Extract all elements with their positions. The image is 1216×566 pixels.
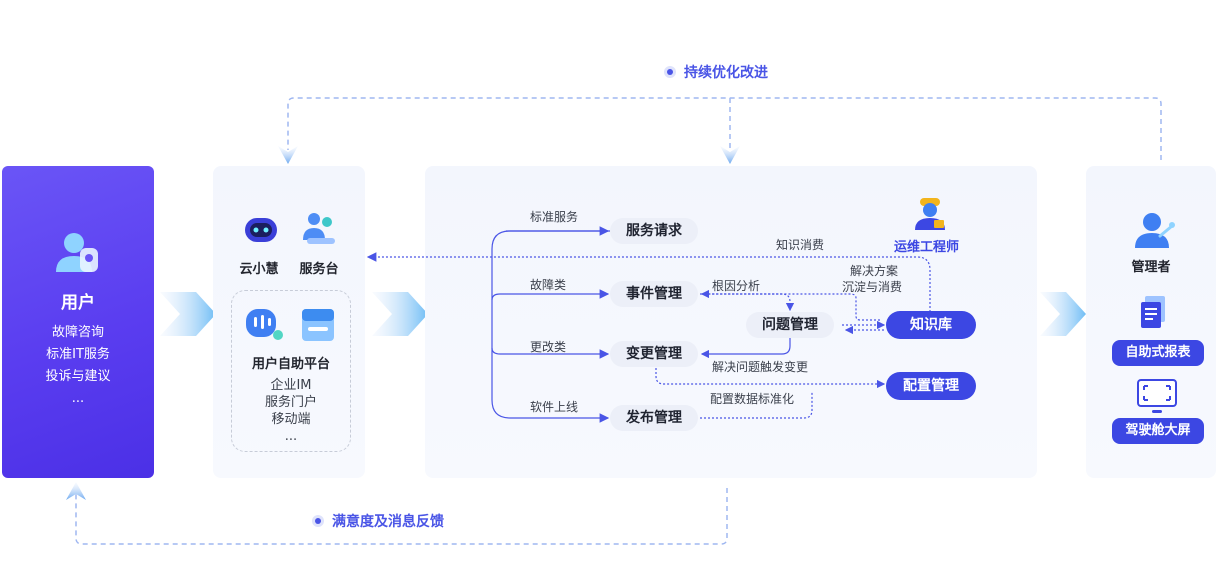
flow-label: 标准服务 [530,210,579,224]
channel-item: 企业IM [270,378,312,393]
flow-line [491,289,610,301]
bottom-loop-line [75,488,728,545]
engineer-icon [915,198,945,230]
bottom-loop-label: 满意度及消息反馈 [312,511,444,531]
self-service-channels: 企业IM 服务门户 移动端 ... [232,377,350,445]
user-needs-list: 故障咨询 标准IT服务 投诉与建议 ... [2,322,154,410]
top-loop-arrowhead-mid [720,146,740,164]
user-need-item: 标准IT服务 [46,347,110,362]
config-node[interactable]: 配置管理 [886,372,976,400]
dashboard-screen-icon [1137,379,1177,413]
user-title: 用户 [61,293,95,313]
resolve-trigger-line [700,338,791,359]
user-icon [56,233,98,272]
flow-label: 软件上线 [530,400,579,414]
service-desk-label: 服务台 [299,262,339,277]
release-node[interactable]: 发布管理 [610,405,698,431]
flow-label: 根因分析 [712,279,761,293]
self-report-button[interactable]: 自助式报表 [1112,340,1204,366]
bot-label: 云小慧 [239,262,279,277]
self-service-box: 用户自助平台 企业IM 服务门户 移动端 ... [231,290,351,452]
flow-label: 配置数据标准化 [710,392,795,406]
bullet-icon [664,66,676,78]
chat-icon [246,309,283,340]
manager-icon [1135,213,1175,248]
flow-label: 解决方案 [850,264,899,278]
flow-chevron [1040,292,1086,336]
problem-node[interactable]: 问题管理 [746,312,834,338]
change-node[interactable]: 变更管理 [610,341,698,367]
channel-item: ... [284,429,298,444]
channel-item: 服务门户 [264,395,317,410]
bullet-icon [312,515,324,527]
engineer-label: 运维工程师 [894,240,960,255]
flow-line [491,347,610,359]
flow-chevron [372,292,428,336]
incident-node[interactable]: 事件管理 [610,281,698,307]
flow-line [491,230,610,423]
user-need-item: 投诉与建议 [45,369,111,384]
service-panel: 云小慧 服务台 用户自助平台 企业IM 服务门户 移动端 ... [213,166,365,478]
flow-label: 故障类 [530,278,567,292]
change-config-line [655,368,886,389]
report-icon [1141,296,1165,328]
flow-label: 知识消费 [776,238,825,252]
flow-label: 解决问题触发变更 [712,360,809,374]
user-panel: 用户 故障咨询 标准IT服务 投诉与建议 ... [2,166,154,478]
root-cause-line [700,293,795,312]
cabinet-icon [302,309,334,341]
top-loop-arrowhead-left [278,146,298,164]
service-desk-icon [303,213,335,244]
flow-label: 更改类 [530,340,567,354]
bottom-loop-arrowhead [66,482,86,500]
user-need-item: 故障咨询 [51,325,104,340]
release-config-line [700,392,813,419]
knowledge-consume-line [366,252,931,312]
service-request-node[interactable]: 服务请求 [610,218,698,244]
manager-title: 管理者 [1131,260,1171,275]
problem-knowledge-line [700,289,880,321]
flow-label: 沉淀与消费 [842,280,903,294]
robot-icon [245,218,277,242]
user-need-item: ... [71,391,85,406]
top-loop-line [287,97,1162,160]
cockpit-screen-button[interactable]: 驾驶舱大屏 [1112,418,1204,444]
knowledge-base-node[interactable]: 知识库 [886,311,976,339]
top-loop-label: 持续优化改进 [664,62,768,82]
self-service-title: 用户自助平台 [251,357,330,372]
flow-chevron [160,292,216,336]
channel-item: 移动端 [271,412,311,427]
